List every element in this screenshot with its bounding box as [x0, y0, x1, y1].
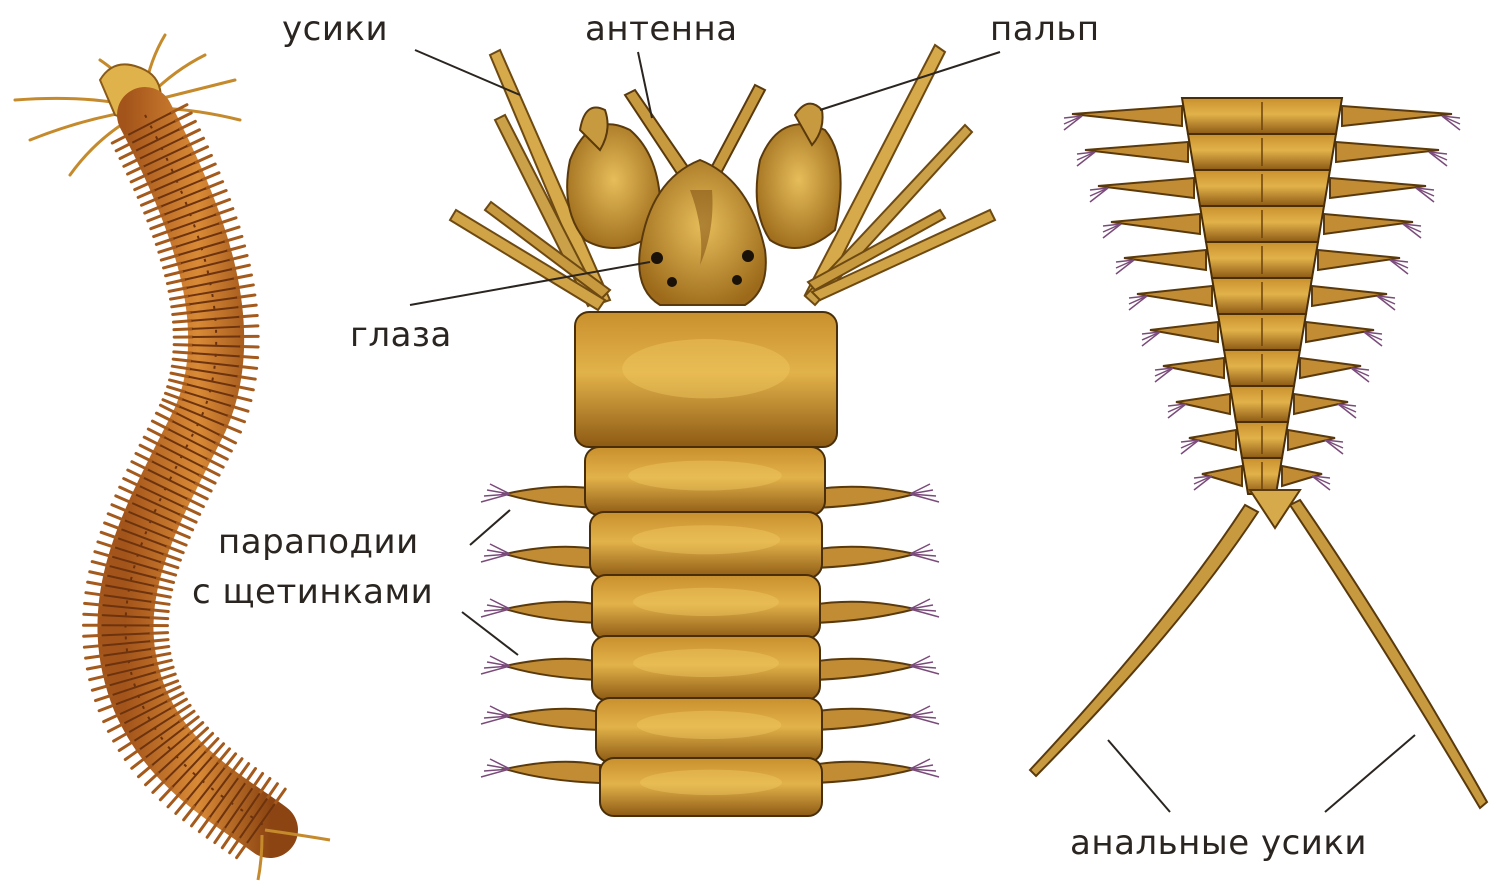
posterior-end-figure: [1030, 98, 1487, 808]
label-parapodia-line1: параподии: [218, 525, 419, 559]
leader-parapodia-1: [470, 510, 510, 545]
label-anal-cirri: анальные усики: [1070, 826, 1367, 860]
label-eyes: глаза: [350, 318, 452, 352]
label-antenna: антенна: [585, 12, 738, 46]
leader-anal-right: [1325, 735, 1415, 812]
anterior-end-figure: [450, 45, 995, 816]
label-cirri: усики: [282, 12, 388, 46]
label-palp: пальп: [990, 12, 1100, 46]
leader-anal-left: [1108, 740, 1170, 812]
leader-parapodia-2: [462, 612, 518, 655]
label-parapodia-line2: с щетинками: [192, 575, 433, 609]
whole-worm-figure: [15, 35, 330, 880]
